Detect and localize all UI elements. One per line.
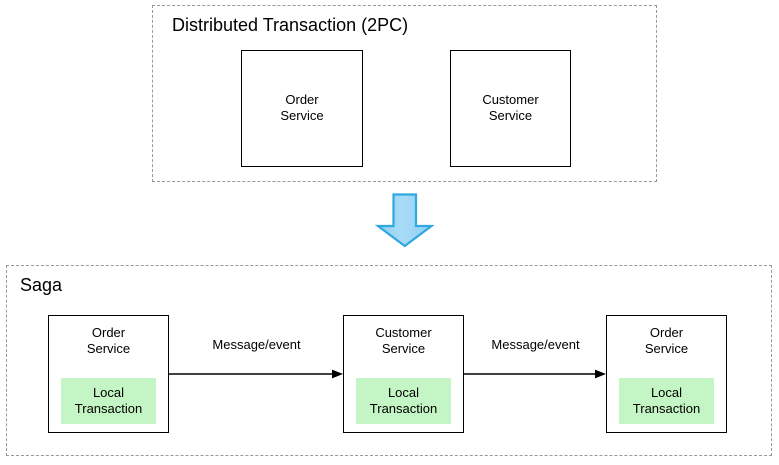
flow-arrow-1: [169, 368, 344, 380]
service-box-order-2pc[interactable]: [241, 50, 363, 167]
flow-arrow-2: [464, 368, 607, 380]
flow-label-2: Message/event: [491, 337, 580, 352]
group-title-saga: Saga: [20, 275, 63, 295]
local-transaction-saga-step-1: Local Transaction: [61, 378, 156, 424]
flow-label-1: Message/event: [212, 337, 301, 352]
local-transaction-saga-step-2: Local Transaction: [356, 378, 451, 424]
service-label-saga-step-3: Order Service: [644, 325, 689, 356]
group-title-distributed-transaction: Distributed Transaction (2PC): [172, 15, 409, 35]
service-label-customer-2pc: Customer Service: [482, 92, 539, 123]
group-saga: [6, 265, 772, 456]
group-distributed-transaction: [152, 5, 657, 182]
service-label-order-2pc: Order Service: [280, 92, 324, 123]
service-label-saga-step-2: Customer Service: [375, 325, 432, 356]
down-arrow-icon: [375, 193, 434, 248]
service-box-customer-2pc[interactable]: [450, 50, 571, 167]
local-transaction-saga-step-3: Local Transaction: [619, 378, 714, 424]
service-label-saga-step-1: Order Service: [86, 325, 131, 356]
